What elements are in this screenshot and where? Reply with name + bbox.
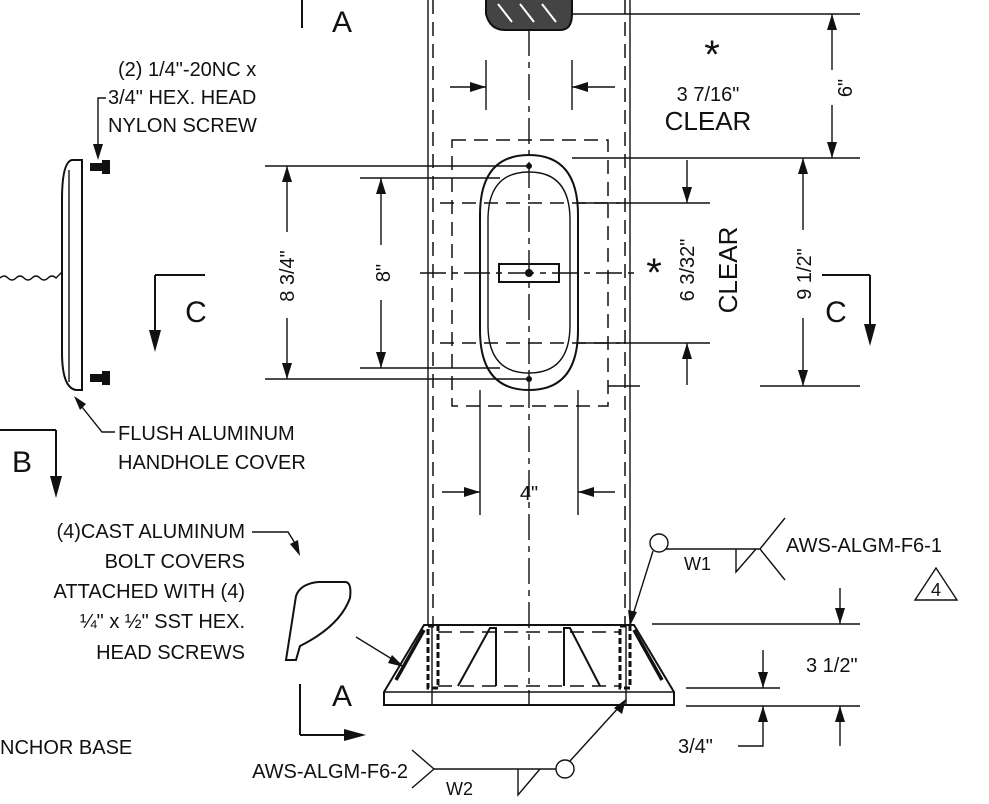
dim-8: 8" [360, 177, 500, 369]
chain-icon [0, 271, 63, 281]
star-mid: * [646, 251, 662, 295]
revision-triangle-icon [913, 566, 959, 601]
bolt-line4: ¼" x ½" SST HEX. [80, 611, 245, 633]
section-c-right: C [822, 274, 876, 346]
w1-spec: AWS-ALGM-F6-1 [786, 535, 942, 557]
cover-callout: FLUSH ALUMINUM HANDHOLE COVER [74, 396, 306, 474]
dim-clear-mid: * 6 3/32" CLEAR [578, 160, 743, 385]
weld-w2: W2 AWS-ALGM-F6-2 [252, 699, 626, 799]
base-3-1-2: 3 1/2" [806, 655, 858, 677]
clear-mid-word: CLEAR [713, 227, 743, 314]
height-9-1-2: 9 1/2" [794, 248, 816, 300]
w1-label: W1 [684, 554, 711, 574]
section-c-left: C [149, 274, 207, 352]
dim-clear-top: * 3 7/16" CLEAR [450, 33, 751, 136]
section-b: B [0, 429, 62, 498]
section-c-left-label: C [185, 296, 207, 329]
screw-line3: NYLON SCREW [108, 115, 257, 137]
dim-6: 6" [572, 13, 860, 159]
screw-icon [90, 160, 110, 174]
handhole-cover-side [0, 159, 110, 391]
revision-number: 4 [931, 580, 941, 600]
section-a-top-label: A [332, 6, 352, 39]
dim-8-3-4: 8 3/4" [265, 165, 530, 380]
anchor-base [383, 624, 675, 706]
w2-spec: AWS-ALGM-F6-2 [252, 761, 408, 783]
bolt-callout: (4)CAST ALUMINUM BOLT COVERS ATTACHED WI… [54, 521, 404, 667]
bolt-line2: BOLT COVERS [105, 551, 245, 573]
base-3-4: 3/4" [678, 736, 713, 758]
height-6: 6" [835, 79, 857, 97]
w2-label: W2 [446, 779, 473, 799]
screw-line1: (2) 1/4"-20NC x [118, 59, 256, 81]
star-top: * [704, 33, 720, 77]
weld-w1: W1 AWS-ALGM-F6-1 4 [628, 517, 959, 626]
section-a-bottom: A [299, 680, 366, 741]
bolt-cover-icon [284, 581, 352, 661]
cover-line2: HANDHOLE COVER [118, 452, 306, 474]
screw-line2: 3/4" HEX. HEAD [108, 87, 256, 109]
section-c-right-label: C [825, 296, 847, 329]
top-hardware-icon [485, 0, 573, 31]
height-8: 8" [373, 264, 395, 282]
cover-line1: FLUSH ALUMINUM [118, 423, 295, 445]
height-8-3-4: 8 3/4" [277, 250, 299, 302]
clear-top-value: 3 7/16" [677, 84, 740, 106]
clear-top-word: CLEAR [665, 106, 752, 136]
dim-9-1-2: 9 1/2" [608, 158, 860, 387]
pole-shaft [427, 0, 631, 704]
section-a-top: A [301, 0, 352, 39]
dim-4: 4" [442, 390, 615, 515]
screw-icon [90, 371, 110, 385]
bolt-line1: (4)CAST ALUMINUM [56, 521, 245, 543]
bolt-line3: ATTACHED WITH (4) [54, 581, 245, 603]
bolt-line5: HEAD SCREWS [96, 642, 245, 664]
clear-mid-value: 6 3/32" [677, 239, 699, 302]
section-b-label: B [12, 446, 32, 479]
section-a-bottom-label: A [332, 680, 352, 713]
handhole [420, 139, 640, 407]
screw-callout: (2) 1/4"-20NC x 3/4" HEX. HEAD NYLON SCR… [93, 59, 257, 160]
anchor-base-label: NCHOR BASE [0, 737, 132, 759]
width-4: 4" [520, 483, 538, 505]
dim-base: 3 1/2" 3/4" [652, 588, 860, 758]
